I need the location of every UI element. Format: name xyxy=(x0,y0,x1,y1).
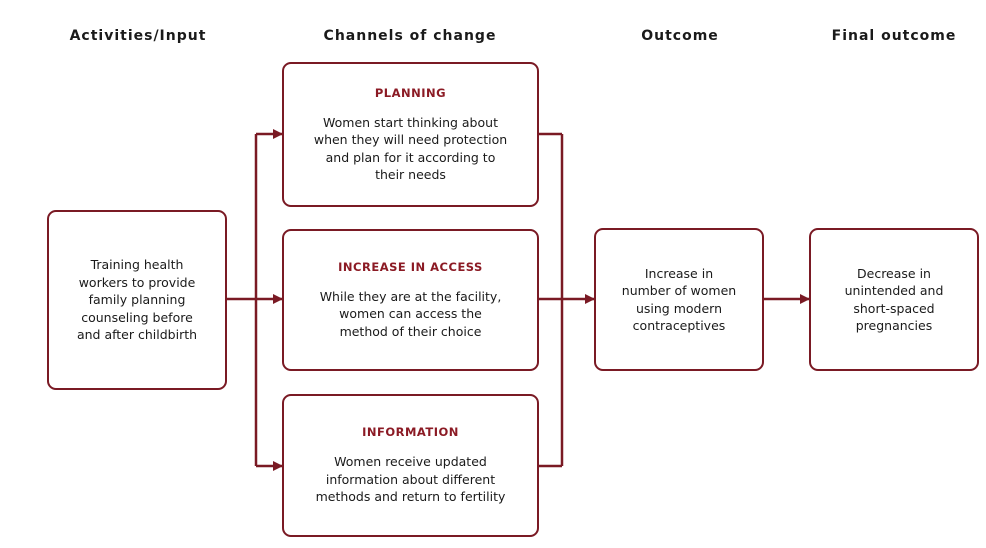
channel-box-increase-in-access: INCREASE IN ACCESS While they are at the… xyxy=(282,229,539,371)
channel-box-planning: PLANNING Women start thinking about when… xyxy=(282,62,539,207)
channel-box-information: INFORMATION Women receive updated inform… xyxy=(282,394,539,537)
header-final-outcome: Final outcome xyxy=(831,28,957,44)
activity-text: Training health workers to provide famil… xyxy=(76,257,198,343)
channel-text-information: Women receive updated information about … xyxy=(315,454,506,505)
channel-text-planning: Women start thinking about when they wil… xyxy=(313,114,508,183)
outcome-text: Increase in number of women using modern… xyxy=(621,265,737,334)
outcome-box: Increase in number of women using modern… xyxy=(594,228,764,371)
final-outcome-text: Decrease in unintended and short-spaced … xyxy=(844,265,944,334)
header-activities-input: Activities/Input xyxy=(69,28,207,44)
header-channels-of-change: Channels of change xyxy=(323,28,497,44)
channel-text-increase-in-access: While they are at the facility, women ca… xyxy=(319,288,502,339)
final-outcome-box: Decrease in unintended and short-spaced … xyxy=(809,228,979,371)
activity-box: Training health workers to provide famil… xyxy=(47,210,227,390)
channel-title-increase-in-access: INCREASE IN ACCESS xyxy=(338,259,483,274)
header-outcome: Outcome xyxy=(641,28,719,44)
channel-title-planning: PLANNING xyxy=(374,85,447,100)
channel-title-information: INFORMATION xyxy=(362,425,459,440)
